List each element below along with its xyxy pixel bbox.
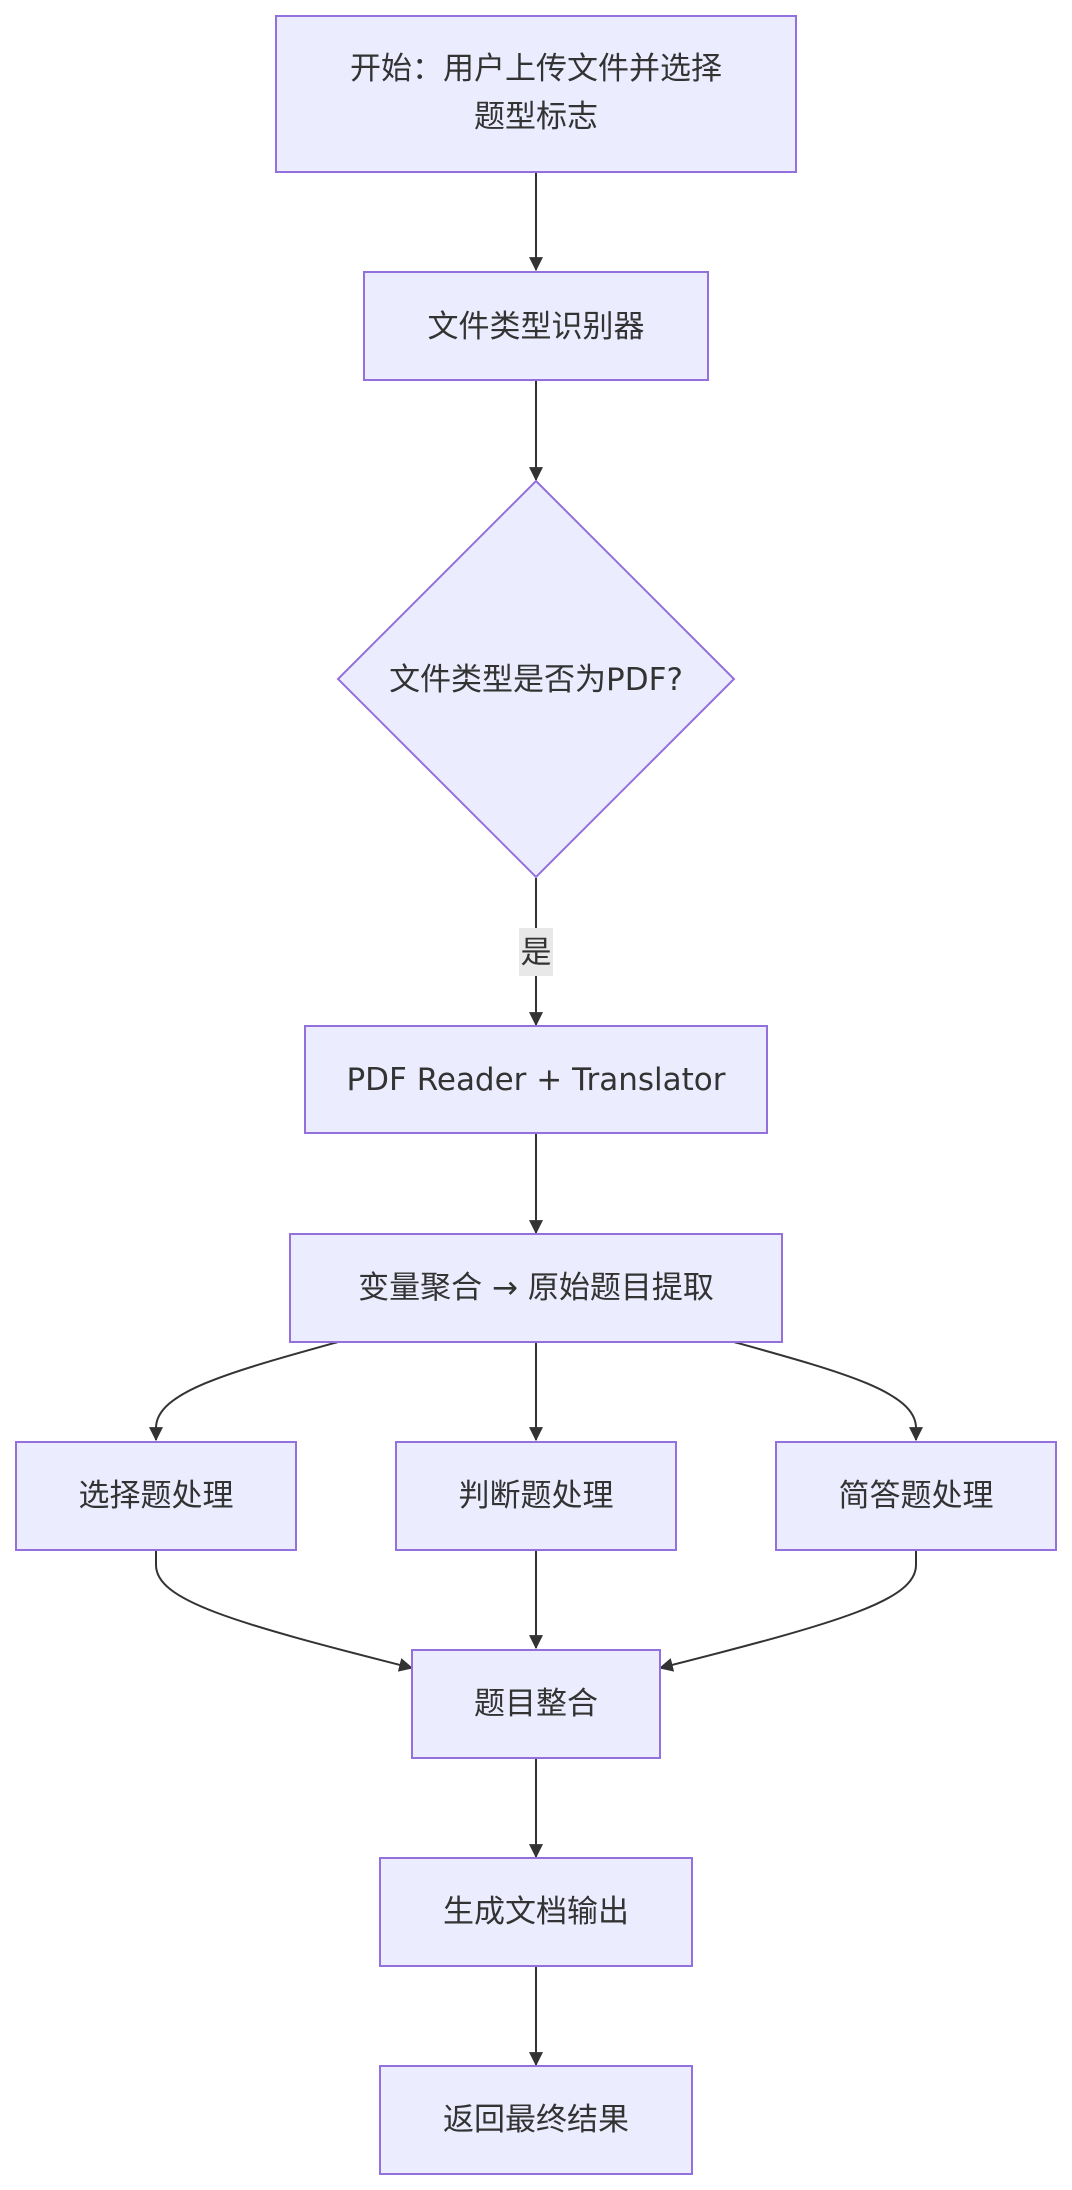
node-file-type-detector[interactable]: 文件类型识别器 bbox=[363, 271, 709, 381]
node-question-integration-label: 题目整合 bbox=[474, 1686, 598, 1722]
node-pdf-reader-translator-label: PDF Reader + Translator bbox=[346, 1062, 725, 1098]
node-return-result-label: 返回最终结果 bbox=[443, 2102, 629, 2138]
node-generate-document-box bbox=[379, 1857, 693, 1967]
edge-label-background bbox=[519, 928, 553, 976]
node-short-answer-processing-label: 简答题处理 bbox=[839, 1478, 994, 1514]
node-judge-processing-label: 判断题处理 bbox=[459, 1478, 614, 1514]
node-choice-processing-box bbox=[15, 1441, 297, 1551]
node-variable-aggregation[interactable]: 变量聚合 → 原始题目提取 bbox=[289, 1233, 783, 1343]
node-return-result-box bbox=[379, 2065, 693, 2175]
node-file-type-detector-box bbox=[363, 271, 709, 381]
node-variable-aggregation-box bbox=[289, 1233, 783, 1343]
node-short-answer-processing-box bbox=[775, 1441, 1057, 1551]
edges bbox=[149, 172, 923, 2067]
edge-aggregate-to-choice bbox=[149, 1341, 339, 1442]
node-short-answer-processing[interactable]: 简答题处理 bbox=[775, 1441, 1057, 1551]
node-generate-document-label: 生成文档输出 bbox=[443, 1894, 629, 1930]
node-choice-processing-label: 选择题处理 bbox=[79, 1478, 234, 1514]
node-generate-document[interactable]: 生成文档输出 bbox=[379, 1857, 693, 1967]
node-pdf-reader-translator[interactable]: PDF Reader + Translator bbox=[304, 1025, 768, 1134]
node-start-label-line2: 题型标志 bbox=[474, 99, 598, 135]
edge-label-yes-text: 是 bbox=[521, 935, 552, 971]
node-choice-processing[interactable]: 选择题处理 bbox=[15, 1441, 297, 1551]
node-start[interactable]: 开始：用户上传文件并选择 题型标志 bbox=[275, 15, 797, 173]
node-decision-label: 文件类型是否为PDF? bbox=[389, 662, 683, 698]
edge-aggregate-to-short-answer bbox=[733, 1341, 923, 1442]
edge-choice-to-integrate bbox=[155, 1550, 414, 1672]
node-question-integration-box bbox=[411, 1649, 661, 1759]
edge-short-answer-to-integrate bbox=[658, 1550, 917, 1672]
node-variable-aggregation-label: 变量聚合 → 原始题目提取 bbox=[358, 1270, 714, 1306]
node-decision-diamond bbox=[336, 479, 736, 879]
node-file-type-detector-label: 文件类型识别器 bbox=[428, 309, 645, 345]
node-pdf-reader-translator-box bbox=[304, 1025, 768, 1134]
node-judge-processing[interactable]: 判断题处理 bbox=[395, 1441, 677, 1551]
node-question-integration[interactable]: 题目整合 bbox=[411, 1649, 661, 1759]
node-return-result[interactable]: 返回最终结果 bbox=[379, 2065, 693, 2175]
node-judge-processing-box bbox=[395, 1441, 677, 1551]
node-start-box bbox=[275, 15, 797, 173]
edge-label-yes: 是 bbox=[519, 928, 553, 976]
node-start-label-line1: 开始：用户上传文件并选择 bbox=[350, 51, 722, 87]
node-decision-is-pdf[interactable]: 文件类型是否为PDF? bbox=[336, 479, 736, 879]
